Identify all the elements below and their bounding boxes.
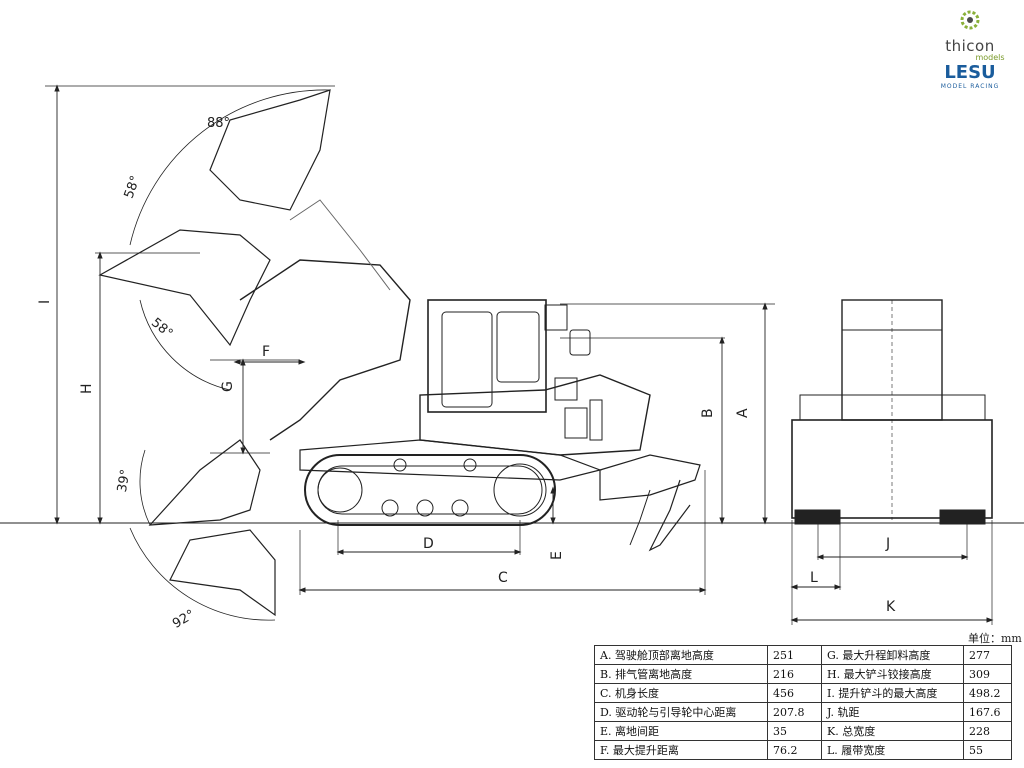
spec-label: K. 总宽度 xyxy=(821,721,964,741)
angle-label-92: 92° xyxy=(170,607,197,632)
table-row: E. 离地间距 35 K. 总宽度 228 xyxy=(594,721,1012,741)
dim-label-G: G xyxy=(220,381,236,392)
bucket-top xyxy=(209,89,331,211)
brand-logos: thicon models LESU MODEL RACING xyxy=(926,8,1014,90)
table-row: C. 机身长度 456 I. 提升铲斗的最大高度 498.2 xyxy=(594,683,1012,703)
thicon-gear-icon xyxy=(960,10,980,30)
exhaust-stack xyxy=(569,329,591,356)
spec-value: 35 xyxy=(767,721,822,741)
table-row: B. 排气管离地高度 216 H. 最大铲斗铰接高度 309 xyxy=(594,664,1012,684)
engine-body xyxy=(419,374,651,456)
spec-value: 251 xyxy=(767,645,822,665)
dim-label-L: L xyxy=(810,570,818,586)
spec-value: 309 xyxy=(963,664,1012,684)
lesu-logo-sub: MODEL RACING xyxy=(940,83,1000,90)
grille-1 xyxy=(554,377,578,401)
ripper-shank xyxy=(648,479,691,552)
thicon-logo-text: thicon xyxy=(945,37,995,55)
spec-label: G. 最大升程卸料高度 xyxy=(821,645,964,665)
spec-label: A. 驾驶舱顶部离地高度 xyxy=(594,645,768,665)
spec-value: 216 xyxy=(767,664,822,684)
table-row: A. 驾驶舱顶部离地高度 251 G. 最大升程卸料高度 277 xyxy=(594,645,1012,665)
cab-window-right xyxy=(496,311,540,383)
grille-3 xyxy=(589,399,603,441)
track-inner xyxy=(317,465,543,515)
spec-label: D. 驱动轮与引导轮中心距离 xyxy=(594,702,768,722)
angle-label-58-top: 58° xyxy=(122,174,144,201)
dim-label-E: E xyxy=(549,551,565,560)
roller-top-2 xyxy=(463,458,477,472)
spec-value: 55 xyxy=(963,740,1012,760)
spec-label: J. 轨距 xyxy=(821,702,964,722)
spec-value: 207.8 xyxy=(767,702,822,722)
ripper-shank-2 xyxy=(629,489,651,546)
thicon-logo-sub: models xyxy=(975,53,1005,62)
spec-value: 277 xyxy=(963,645,1012,665)
cab xyxy=(427,299,547,413)
lift-arm xyxy=(239,259,411,441)
angle-label-39: 39° xyxy=(115,468,134,493)
dim-label-K: K xyxy=(886,599,896,615)
table-row: D. 驱动轮与引导轮中心距离 207.8 J. 轨距 167.6 xyxy=(594,702,1012,722)
spec-value: 498.2 xyxy=(963,683,1012,703)
roller-3 xyxy=(451,499,469,517)
spec-value: 456 xyxy=(767,683,822,703)
cab-window-left xyxy=(441,311,493,408)
lesu-logo: LESU MODEL RACING xyxy=(926,62,1014,90)
spec-value: 167.6 xyxy=(963,702,1012,722)
front-view-track-left xyxy=(794,509,841,525)
rops-post xyxy=(544,304,568,331)
spec-value: 228 xyxy=(963,721,1012,741)
bucket-swing-arc-mid xyxy=(139,299,231,391)
unit-label: 单位：mm xyxy=(968,632,1022,645)
grille-2 xyxy=(564,407,588,439)
spec-label: L. 履带宽度 xyxy=(821,740,964,760)
spec-label: F. 最大提升距离 xyxy=(594,740,768,760)
dim-label-D: D xyxy=(423,536,434,552)
spec-value: 76.2 xyxy=(767,740,822,760)
spec-label: E. 离地间距 xyxy=(594,721,768,741)
dim-label-A: A xyxy=(735,408,751,418)
dim-label-B: B xyxy=(700,408,716,418)
dim-label-I: I xyxy=(37,300,53,304)
drive-sprocket xyxy=(493,463,547,517)
dim-label-J: J xyxy=(885,536,890,552)
angle-label-88: 88° xyxy=(207,116,230,131)
front-view-track-right xyxy=(939,509,986,525)
spec-label: H. 最大铲斗铰接高度 xyxy=(821,664,964,684)
dim-label-H: H xyxy=(79,383,95,394)
bucket-dump xyxy=(169,529,276,617)
bucket-swing-arc-top xyxy=(129,89,331,246)
thicon-logo: thicon models xyxy=(926,36,1014,62)
table-row: F. 最大提升距离 76.2 L. 履带宽度 55 xyxy=(594,740,1012,760)
spec-label: I. 提升铲斗的最大高度 xyxy=(821,683,964,703)
bucket-swing-arc-bottom xyxy=(129,527,276,621)
spec-table: A. 驾驶舱顶部离地高度 251 G. 最大升程卸料高度 277 B. 排气管离… xyxy=(594,645,1012,760)
bucket-swing-arc-low xyxy=(139,449,151,526)
bucket-raised xyxy=(98,229,271,347)
frame xyxy=(299,439,603,481)
spec-label: B. 排气管离地高度 xyxy=(594,664,768,684)
lesu-logo-text: LESU xyxy=(944,62,996,83)
roller-2 xyxy=(416,499,434,517)
roller-top xyxy=(393,458,407,472)
angle-label-58-mid: 58° xyxy=(148,315,175,341)
roller-1 xyxy=(381,499,399,517)
lift-arm-raised xyxy=(289,199,391,291)
bucket-low xyxy=(148,439,261,526)
spec-label: C. 机身长度 xyxy=(594,683,768,703)
rear-ripper xyxy=(599,454,701,501)
dim-label-F: F xyxy=(262,344,270,360)
idler-wheel xyxy=(317,467,363,513)
front-view-grille xyxy=(799,394,986,421)
dim-label-C: C xyxy=(498,570,508,586)
